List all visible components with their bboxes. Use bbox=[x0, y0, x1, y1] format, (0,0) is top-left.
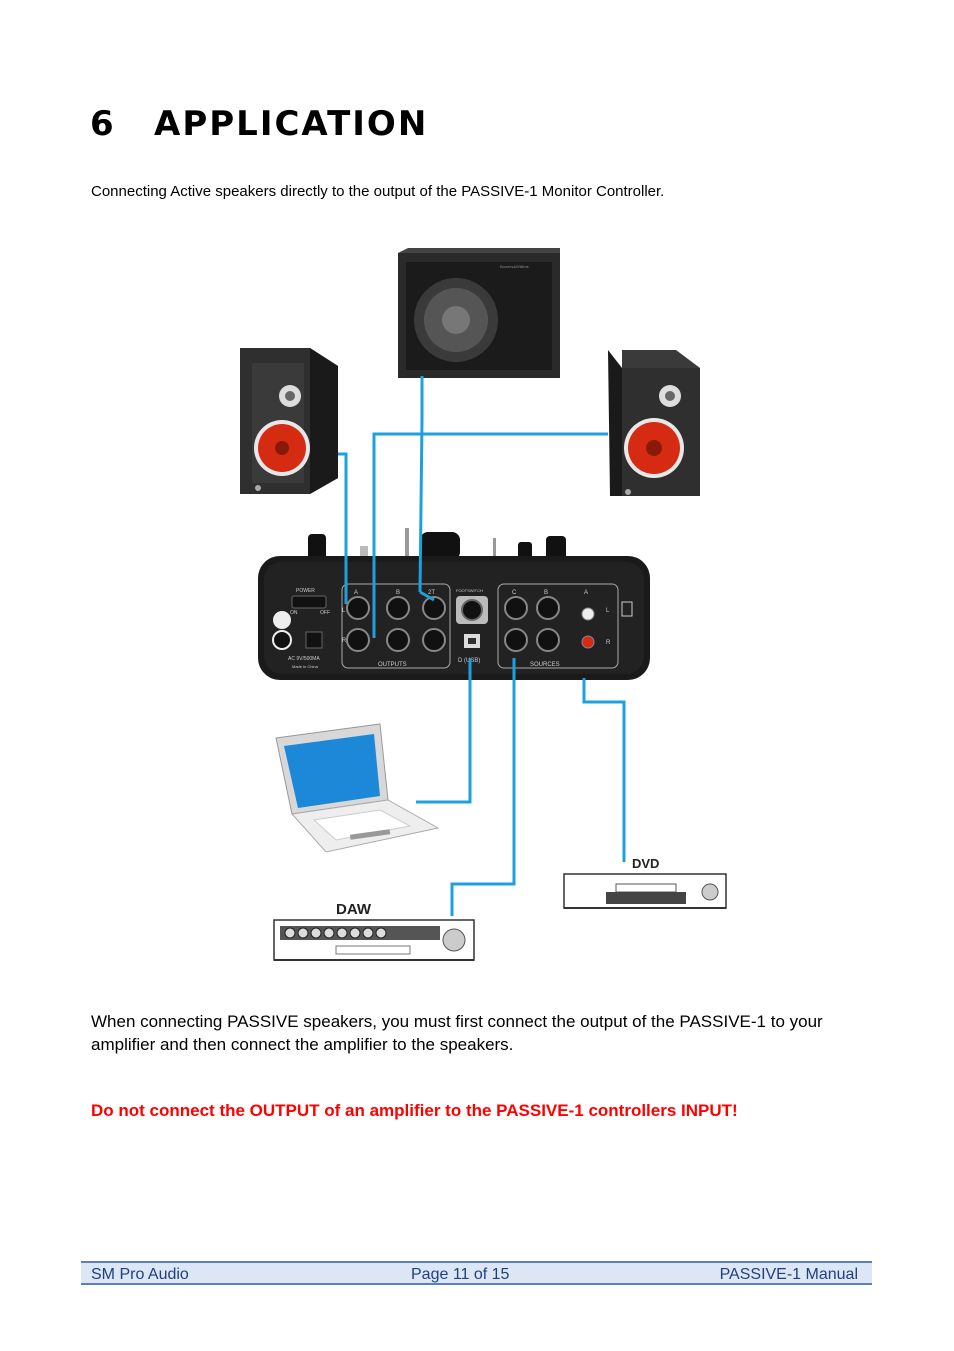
footer-company: SM Pro Audio bbox=[91, 1266, 189, 1283]
laptop bbox=[275, 723, 440, 853]
output-b-label: B bbox=[396, 590, 400, 596]
connection-diagram: Bowers&Wilkins P bbox=[240, 248, 727, 961]
footer-manual-title: PASSIVE-1 Manual bbox=[719, 1266, 858, 1283]
section-title: APPLICATION bbox=[154, 104, 429, 144]
daw-unit: DAW bbox=[273, 901, 475, 961]
page-footer: SM Pro Audio Page 11 of 15 PASSIVE-1 Man… bbox=[81, 1261, 872, 1285]
footer-page-number: Page 11 of 15 bbox=[411, 1266, 510, 1283]
section-number: 6 bbox=[90, 104, 116, 144]
power-off-label: OFF bbox=[320, 610, 330, 616]
section-heading: 6 APPLICATION bbox=[90, 104, 428, 144]
output-2t-label: 2T bbox=[428, 590, 435, 596]
source-right-label: R bbox=[606, 640, 611, 646]
subwoofer: Bowers&Wilkins bbox=[398, 248, 560, 378]
daw-label: DAW bbox=[336, 901, 372, 918]
cables bbox=[338, 376, 626, 916]
subwoofer-brand: Bowers&Wilkins bbox=[500, 264, 529, 269]
power-on-label: ON bbox=[290, 610, 298, 616]
controller-knobs bbox=[308, 528, 566, 560]
output-left-label: L bbox=[342, 608, 346, 614]
made-in-label: Made in China bbox=[292, 664, 319, 669]
source-left-label: L bbox=[606, 608, 610, 614]
power-label: POWER bbox=[296, 588, 315, 594]
sources-label: SOURCES bbox=[530, 662, 560, 668]
dvd-player: DVD bbox=[563, 856, 727, 909]
speaker-right bbox=[608, 350, 700, 496]
source-b-label: B bbox=[544, 590, 548, 596]
output-right-label: R bbox=[342, 638, 347, 644]
passive-speaker-note: When connecting PASSIVE speakers, you mu… bbox=[91, 1012, 823, 1054]
controller-back-panel: POWER ON OFF AC 9V/500MA Made in China A… bbox=[258, 556, 650, 680]
intro-text: Connecting Active speakers directly to t… bbox=[91, 183, 665, 200]
output-a-label: A bbox=[354, 590, 358, 596]
dc-rating: AC 9V/500MA bbox=[288, 656, 320, 662]
warning-text: Do not connect the OUTPUT of an amplifie… bbox=[91, 1101, 738, 1120]
speaker-left bbox=[240, 348, 338, 494]
source-c-label: C bbox=[512, 590, 517, 596]
outputs-label: OUTPUTS bbox=[378, 662, 407, 668]
dvd-label: DVD bbox=[632, 856, 659, 871]
footswitch-label: FOOTSWITCH bbox=[456, 588, 483, 593]
source-a-label: A bbox=[584, 590, 588, 596]
